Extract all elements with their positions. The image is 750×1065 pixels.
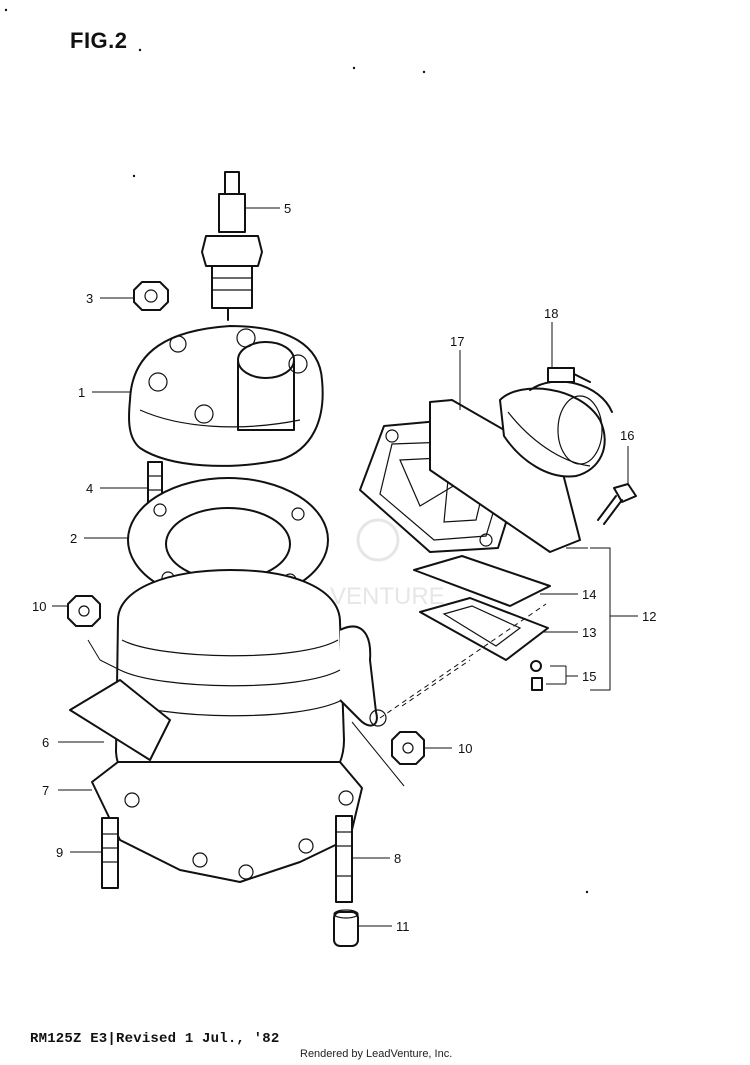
callout-4: 4 [86, 481, 93, 496]
callout-18: 18 [544, 306, 558, 321]
callout-2: 2 [70, 531, 77, 546]
callout-16: 16 [620, 428, 634, 443]
leader-lines [52, 207, 638, 927]
callout-7: 7 [42, 783, 49, 798]
watermark: VENTURE [330, 518, 445, 610]
cylinder-head-nut [133, 281, 169, 311]
base-gasket [91, 761, 363, 883]
callout-12: 12 [642, 609, 656, 624]
figure-title: FIG.2 [70, 28, 128, 53]
cylinder-stud-right [335, 815, 353, 903]
scan-specks [4, 8, 589, 894]
callout-9: 9 [56, 845, 63, 860]
callout-5: 5 [284, 201, 291, 216]
head-gasket [127, 477, 329, 603]
cylinder-nut-right [391, 731, 425, 765]
callout-14: 14 [582, 587, 596, 602]
callout-11: 11 [396, 919, 410, 934]
model-revision-label: RM125Z E3|Revised 1 Jul., '82 [30, 1031, 280, 1047]
intake-bolt [597, 483, 637, 525]
callout-numbers: 5 3 1 4 2 10 6 7 9 8 11 10 17 18 16 14 1… [32, 201, 656, 934]
dowel-pin [333, 909, 359, 947]
cylinder-stud-left [101, 817, 119, 889]
cylinder [69, 569, 387, 813]
callout-1: 1 [78, 385, 85, 400]
spark-plug [201, 171, 263, 321]
alignment-lines [379, 603, 547, 719]
reed-valve [413, 555, 551, 607]
rendered-by-label: Rendered by LeadVenture, Inc. [300, 1048, 453, 1060]
callout-10-right: 10 [458, 741, 472, 756]
svg-text:VENTURE: VENTURE [330, 583, 445, 610]
intake-clamp [529, 367, 613, 413]
callout-15: 15 [582, 669, 596, 684]
cylinder-nut-left [67, 595, 101, 627]
intake-pipe [429, 387, 606, 553]
callout-13: 13 [582, 625, 596, 640]
reed-valve-screws [530, 660, 543, 691]
callout-17: 17 [450, 334, 464, 349]
cylinder-head [128, 325, 324, 467]
callout-6: 6 [42, 735, 49, 750]
callout-3: 3 [86, 291, 93, 306]
callout-8: 8 [394, 851, 401, 866]
callout-10-left: 10 [32, 599, 46, 614]
reed-valve-gasket [419, 597, 549, 661]
